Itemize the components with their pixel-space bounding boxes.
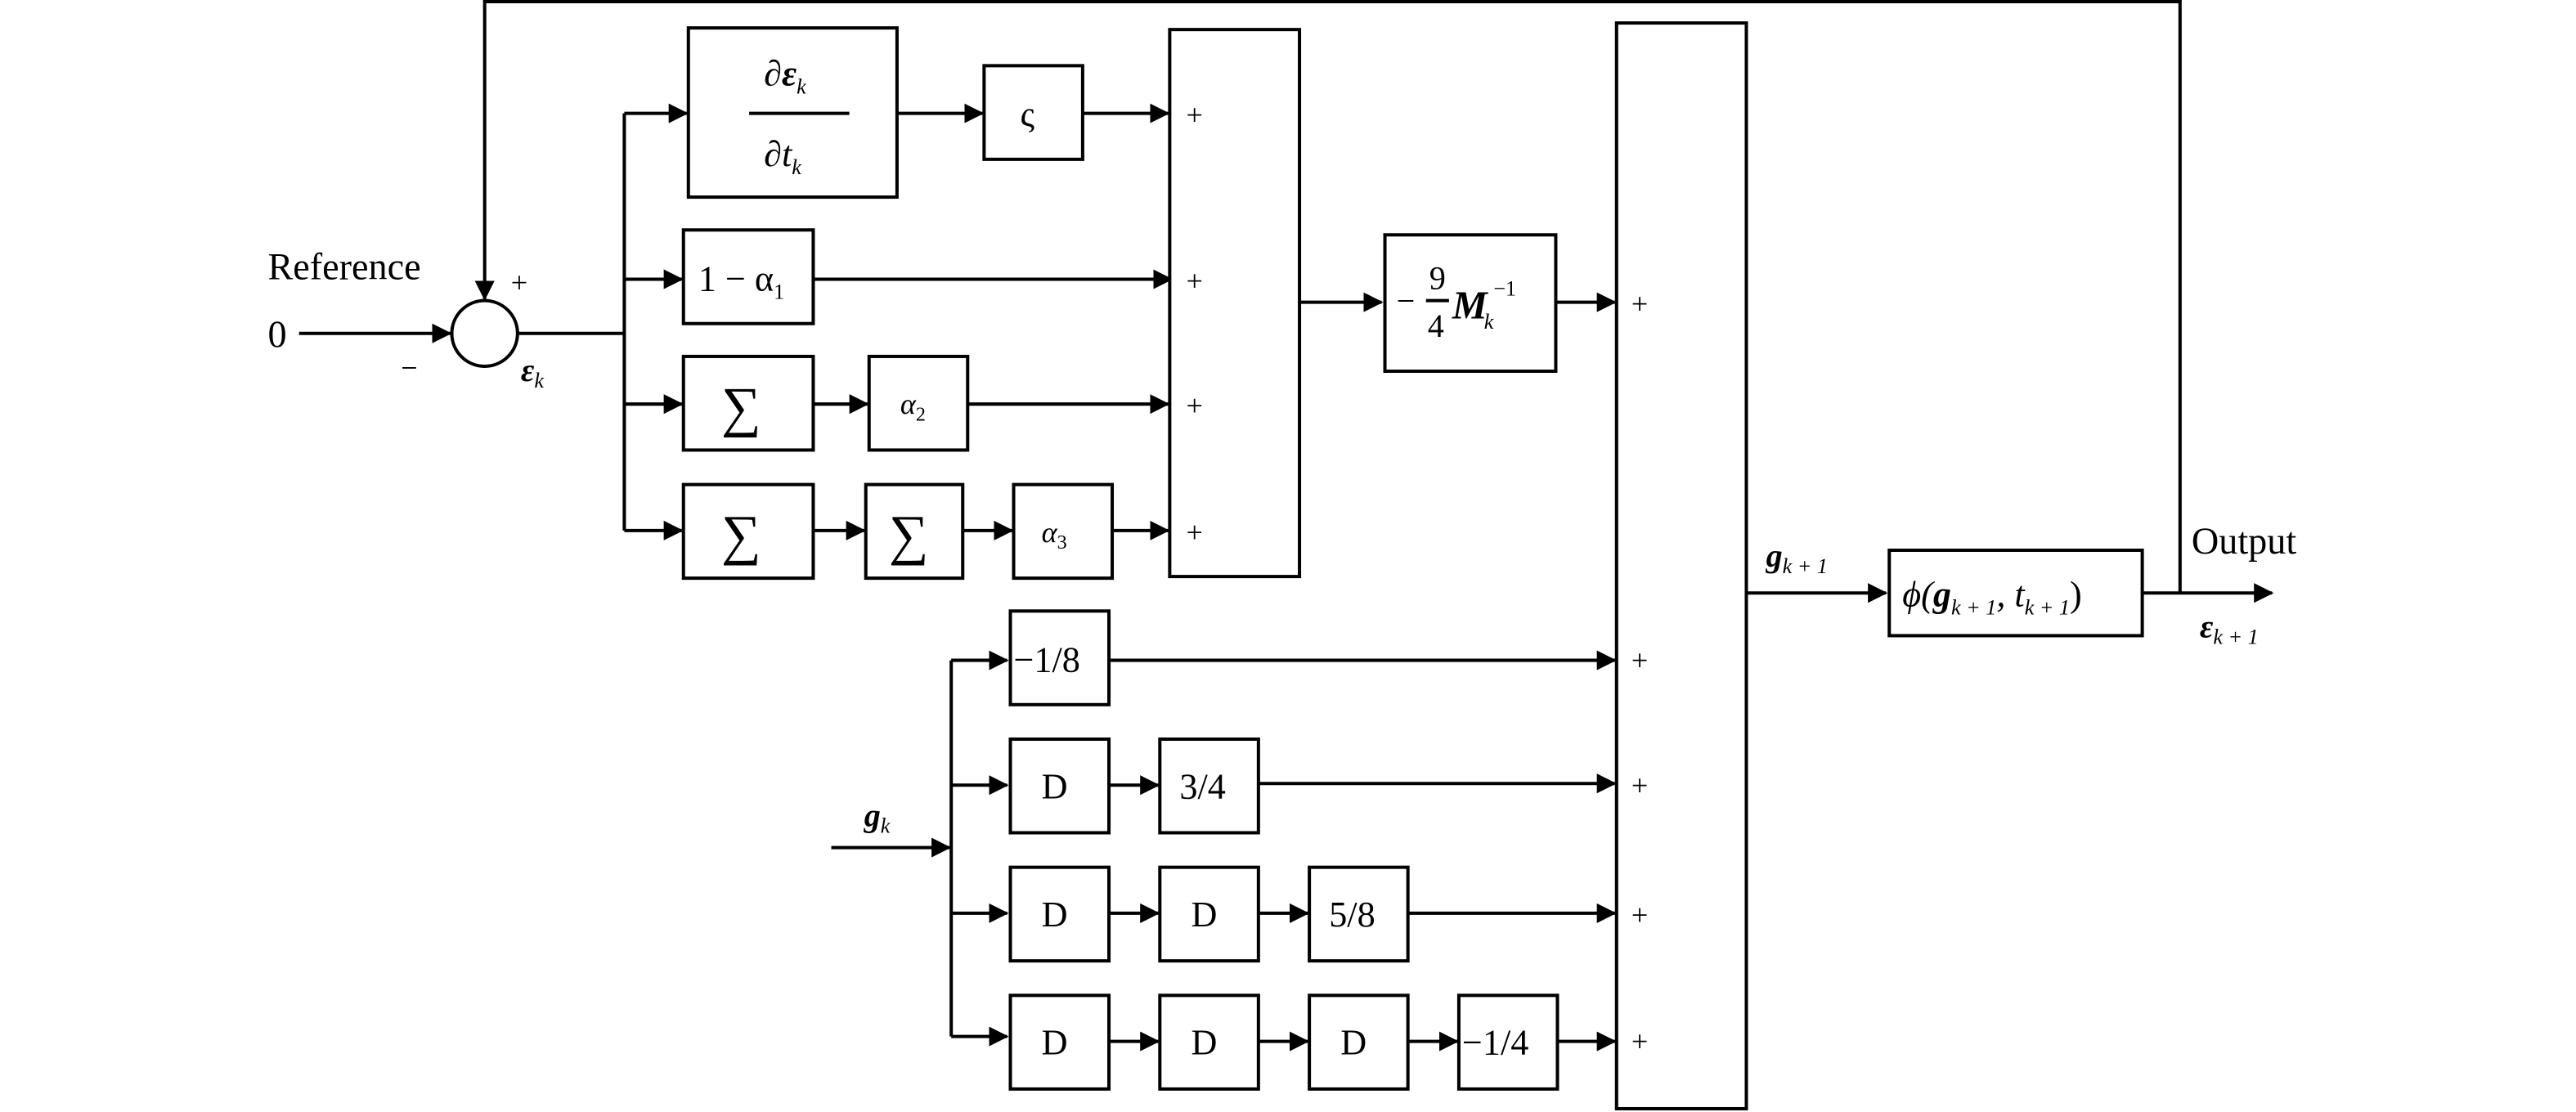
coef-3-4-block bbox=[1158, 737, 1260, 835]
alpha2-label: α2 bbox=[900, 388, 926, 425]
minus-sign: − bbox=[401, 352, 417, 384]
delay-label: D bbox=[1191, 895, 1217, 935]
integrator-block-1 bbox=[681, 354, 815, 452]
integrator-block-2 bbox=[681, 482, 815, 581]
plus-sign: + bbox=[1631, 288, 1648, 321]
coef-minus-1-8-block bbox=[1008, 609, 1111, 706]
reference-zero: 0 bbox=[267, 313, 286, 355]
phi-label: ϕ(gk + 1, tk + 1) bbox=[1902, 574, 2081, 619]
plus-sign: + bbox=[1631, 899, 1648, 931]
coef-5-8-label: 5/8 bbox=[1329, 895, 1375, 935]
feedback-line bbox=[474, 0, 2182, 594]
delay-label: D bbox=[1042, 1023, 1068, 1063]
phi-block bbox=[1887, 548, 2144, 638]
summation-block-1 bbox=[1168, 28, 1302, 579]
reference-label: Reference bbox=[267, 246, 420, 288]
alpha3-block bbox=[1012, 482, 1115, 581]
delay-label: D bbox=[1340, 1023, 1367, 1063]
gain-den: 4 bbox=[1428, 307, 1444, 344]
varsigma-label: ς bbox=[1021, 95, 1035, 135]
one-minus-alpha1-block bbox=[681, 228, 815, 325]
coef-minus-1-8-label: −1/8 bbox=[1014, 640, 1080, 680]
delay-block bbox=[1158, 993, 1260, 1091]
coef-minus-1-4-label: −1/4 bbox=[1462, 1023, 1528, 1063]
delay-label: D bbox=[1042, 895, 1068, 935]
plus-sign: + bbox=[1631, 1025, 1648, 1058]
sigma-icon: ∑ bbox=[721, 504, 761, 566]
g-k-label: gk bbox=[864, 796, 891, 837]
g-k-plus-1-label: gk + 1 bbox=[1766, 537, 1828, 578]
coef-3-4-label: 3/4 bbox=[1179, 766, 1225, 806]
varsigma-block bbox=[982, 64, 1084, 161]
eps-k-plus-1-label: εk + 1 bbox=[2200, 608, 2259, 648]
plus-sign: + bbox=[1631, 644, 1648, 677]
sigma-icon: ∑ bbox=[721, 375, 761, 437]
alpha3-label: α3 bbox=[1042, 516, 1067, 554]
gain-num: 9 bbox=[1429, 260, 1446, 297]
delay-label: D bbox=[1042, 766, 1068, 806]
plus-sign: + bbox=[1631, 769, 1648, 801]
coef-5-8-block bbox=[1308, 865, 1410, 963]
delay-block bbox=[1308, 993, 1410, 1091]
eps-k-label: εk bbox=[521, 352, 544, 392]
gain-block bbox=[1383, 233, 1558, 374]
plus-sign-fb: + bbox=[511, 267, 527, 299]
one-minus-alpha1-label: 1 − α1 bbox=[698, 259, 784, 304]
summation-block-2 bbox=[1614, 21, 1748, 1110]
plus-sign: + bbox=[1186, 389, 1202, 422]
summing-junction bbox=[450, 298, 519, 368]
plus-sign: + bbox=[1186, 99, 1202, 132]
delay-label: D bbox=[1191, 1023, 1217, 1063]
plus-sign: + bbox=[1186, 516, 1202, 549]
delay-block bbox=[1008, 737, 1111, 835]
plus-sign: + bbox=[1186, 265, 1202, 298]
gain-matrix: Mk−1 bbox=[1452, 277, 1516, 334]
output-label: Output bbox=[2192, 520, 2296, 562]
coef-minus-1-4-block bbox=[1456, 993, 1560, 1091]
alpha2-block bbox=[867, 354, 970, 452]
derivative-numerator: ∂εk bbox=[764, 53, 806, 98]
derivative-denominator: ∂tk bbox=[764, 134, 801, 179]
sigma-icon: ∑ bbox=[889, 504, 929, 566]
gain-minus: − bbox=[1397, 283, 1416, 320]
